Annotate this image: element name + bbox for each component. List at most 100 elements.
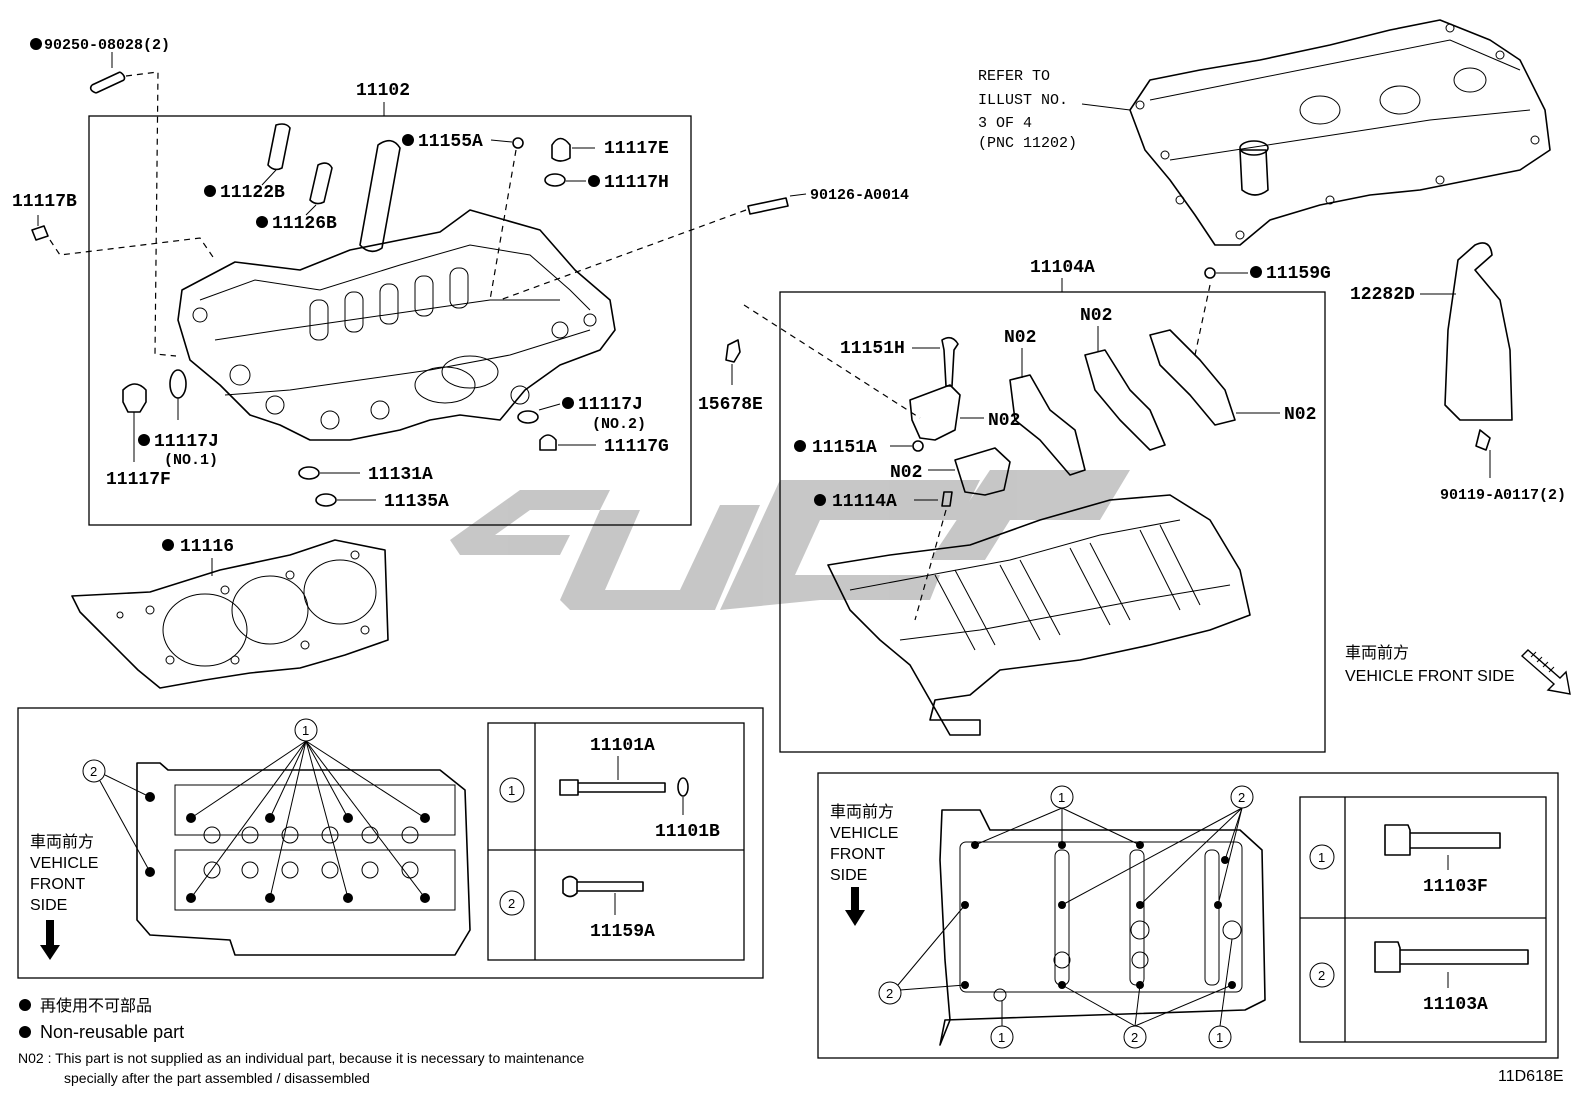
bolt-11103F xyxy=(1384,824,1501,856)
cam-housing-top-view xyxy=(939,809,1266,1046)
legend-jp: 再使用不可部品 xyxy=(40,997,152,1015)
plug-11117E xyxy=(551,137,571,162)
bolt-table-left xyxy=(487,722,745,961)
plug-11117G xyxy=(539,434,557,451)
bolt-11151H xyxy=(941,336,959,387)
table-right-row2-num: 2 xyxy=(1318,968,1325,983)
vehicle-front-l1-2: VEHICLE xyxy=(30,855,98,872)
bolt-90119 xyxy=(1475,429,1491,451)
gasket-11117J-no1 xyxy=(169,369,187,399)
label-90126-A0014: 90126-A0014 xyxy=(810,187,909,204)
callout-2-bottom-left: 2 xyxy=(886,986,893,1001)
head-gasket-11116 xyxy=(71,539,389,689)
bolt-11103A xyxy=(1374,941,1529,973)
label-11104A: 11104A xyxy=(1030,258,1095,278)
pin-90250 xyxy=(89,71,126,94)
vehicle-front-l1-3: VEHICLE xyxy=(830,825,898,842)
refer-line1: REFER TO xyxy=(978,68,1050,85)
callout-1-bottom-left: 1 xyxy=(998,1030,1005,1045)
label-N02-1: N02 xyxy=(1004,328,1036,348)
label-11117F: 11117F xyxy=(106,470,171,490)
callout-2-top-right: 2 xyxy=(1238,790,1245,805)
bracket-12282D xyxy=(1444,242,1513,421)
vehicle-front-en-1: VEHICLE FRONT SIDE xyxy=(1345,668,1515,685)
guide-11126B xyxy=(309,162,333,205)
label-11117J-no1-sub: (NO.1) xyxy=(164,452,218,469)
label-11155A: 11155A xyxy=(418,132,483,152)
callout-1-top-right: 1 xyxy=(1058,790,1065,805)
legend-n02-line1: N02 : This part is not supplied as an in… xyxy=(18,1050,584,1066)
stud-90126 xyxy=(747,197,789,215)
label-N02-3: N02 xyxy=(988,411,1020,431)
label-11126B: 11126B xyxy=(272,214,337,234)
pin-11151A xyxy=(912,440,924,452)
label-11159G: 11159G xyxy=(1266,264,1331,284)
label-11101A: 11101A xyxy=(590,736,655,756)
bolt-11159A xyxy=(562,875,644,898)
cylinder-head-box xyxy=(88,115,692,526)
legend-en: Non-reusable part xyxy=(40,1022,184,1042)
plug-11155A xyxy=(512,137,524,149)
label-11117E: 11117E xyxy=(604,139,669,159)
label-11101B: 11101B xyxy=(655,822,720,842)
vehicle-front-jp-2: 車両前方 xyxy=(30,833,94,851)
bolt-pattern-box-left xyxy=(17,707,764,979)
label-11151A: 11151A xyxy=(812,438,877,458)
vehicle-front-l3-3: SIDE xyxy=(830,867,867,884)
refer-line4: (PNC 11202) xyxy=(978,135,1077,152)
diagram-id: 11D618E xyxy=(1498,1068,1564,1085)
bolt-pattern-box-right xyxy=(817,772,1559,1059)
label-N02-4: N02 xyxy=(890,463,922,483)
callout-2-left: 2 xyxy=(90,764,97,779)
bearing-caps-N02 xyxy=(909,329,1236,496)
label-11103F: 11103F xyxy=(1423,877,1488,897)
label-90119-A0117: 90119-A0117(2) xyxy=(1440,487,1566,504)
tube-11102 xyxy=(359,139,401,253)
table-left-row1-num: 1 xyxy=(508,783,515,798)
label-15678E: 15678E xyxy=(698,395,763,415)
refer-line3: 3 OF 4 xyxy=(978,115,1032,132)
cylinder-head-11102 xyxy=(177,209,616,441)
vehicle-front-jp-1: 車両前方 xyxy=(1345,644,1409,662)
label-11114A: 11114A xyxy=(832,492,897,512)
callout-2-bottom-mid: 2 xyxy=(1131,1030,1138,1045)
table-left-row2-num: 2 xyxy=(508,896,515,911)
label-11131A: 11131A xyxy=(368,465,433,485)
cylinder-head-top-view xyxy=(136,762,471,956)
front-arrow-icon-2 xyxy=(40,920,60,960)
gasket-11117H xyxy=(544,173,566,187)
washer-11101B xyxy=(677,777,689,797)
legend-n02-line2: specially after the part assembled / dis… xyxy=(64,1070,370,1086)
vehicle-front-l2-3: FRONT xyxy=(830,846,885,863)
label-11117B: 11117B xyxy=(12,192,77,212)
pin-11114A xyxy=(941,491,953,507)
label-11122B: 11122B xyxy=(220,183,285,203)
cam-housing-11104A xyxy=(827,494,1251,736)
cam-housing-box xyxy=(779,291,1326,753)
callout-1-bottom-right: 1 xyxy=(1216,1030,1223,1045)
front-arrow-icon-3 xyxy=(845,887,865,926)
fitting-15678E xyxy=(725,339,741,363)
label-11117H: 11117H xyxy=(604,173,669,193)
plug-11117F xyxy=(122,383,147,413)
label-11117J-no1: 11117J xyxy=(154,432,219,452)
watermark-logo xyxy=(450,470,1130,610)
cam-cover-11202 xyxy=(1129,19,1551,246)
label-11117G: 11117G xyxy=(604,437,669,457)
refer-line2: ILLUST NO. xyxy=(978,92,1068,109)
washer-11131A xyxy=(298,466,320,480)
callout-1-top-left: 1 xyxy=(302,723,309,738)
vehicle-front-jp-3: 車両前方 xyxy=(830,803,894,821)
label-11103A: 11103A xyxy=(1423,995,1488,1015)
label-11116: 11116 xyxy=(180,537,234,557)
label-11135A: 11135A xyxy=(384,492,449,512)
plug-11117B xyxy=(31,225,49,241)
gasket-11117J-no2 xyxy=(517,410,539,424)
label-11117J-no2-sub: (NO.2) xyxy=(592,416,646,433)
washer-11159G xyxy=(1204,267,1216,279)
table-right-row1-num: 1 xyxy=(1318,850,1325,865)
front-arrow-icon-1 xyxy=(1520,649,1571,695)
bolt-11101A xyxy=(559,779,666,796)
label-90250-08028: 90250-08028(2) xyxy=(44,37,170,54)
